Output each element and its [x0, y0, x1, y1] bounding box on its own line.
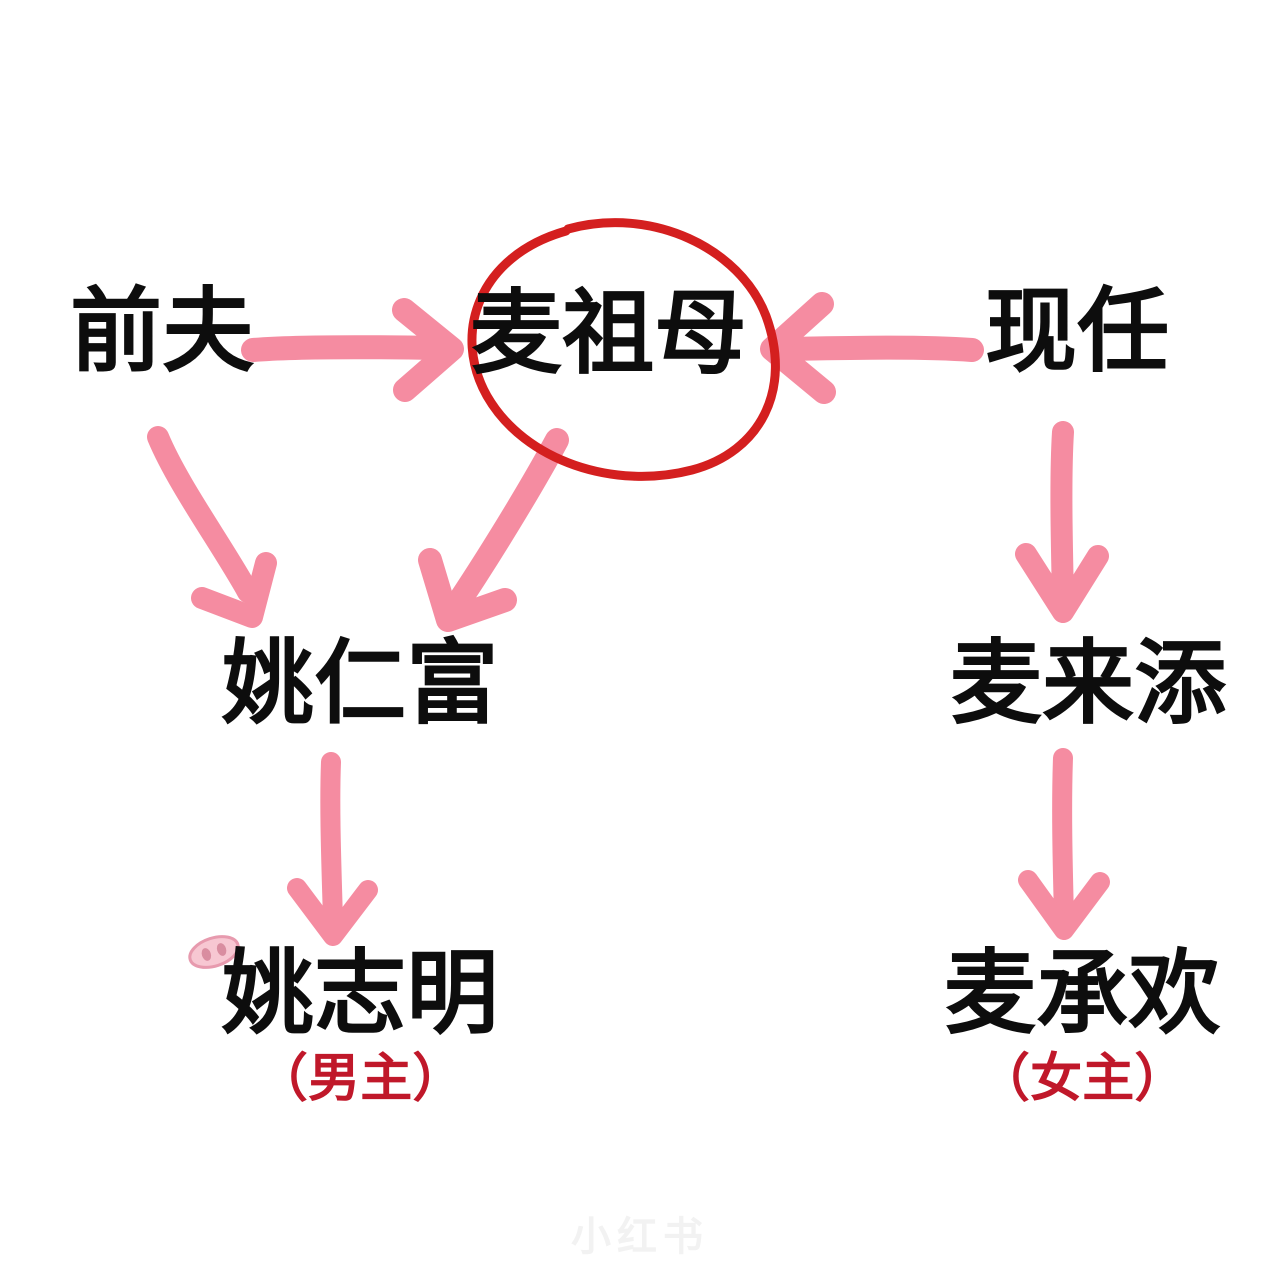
node-zumu-label: 麦祖母 [470, 283, 747, 385]
node-maichenghuan[interactable]: 麦承欢 （女主） [944, 943, 1221, 1110]
node-xianren[interactable]: 现任 [985, 281, 1170, 383]
node-qianfu[interactable]: 前夫 [70, 281, 255, 383]
edge-xianren-to-zumu [760, 292, 984, 404]
edge-xianren-to-mailaitian [1015, 421, 1109, 623]
edge-mailaitian-to-maichenghuan [1018, 748, 1110, 940]
node-yaozhiming-role: （男主） [255, 1049, 465, 1108]
edge-yaorenfu-to-yaozhiming [287, 752, 378, 946]
node-qianfu-label: 前夫 [70, 281, 255, 383]
node-zumu[interactable]: 麦祖母 [470, 283, 747, 385]
edge-qianfu-to-yaorenfu [147, 426, 277, 628]
edge-zumu-to-yaorenfu [418, 428, 569, 632]
node-xianren-label: 现任 [985, 281, 1170, 383]
watermark: 小红书 [571, 1215, 709, 1259]
edge-qianfu-to-zumu [241, 298, 464, 402]
node-yaorenfu-label: 姚仁富 [222, 633, 499, 735]
node-maichenghuan-label: 麦承欢 [944, 943, 1221, 1045]
node-yaozhiming-label: 姚志明 [222, 943, 499, 1045]
node-yaozhiming[interactable]: 姚志明 （男主） [222, 943, 499, 1110]
node-yaorenfu[interactable]: 姚仁富 [222, 633, 499, 735]
node-mailaitian[interactable]: 麦来添 [950, 633, 1227, 735]
node-maichenghuan-role: （女主） [977, 1049, 1187, 1108]
node-mailaitian-label: 麦来添 [950, 633, 1227, 735]
